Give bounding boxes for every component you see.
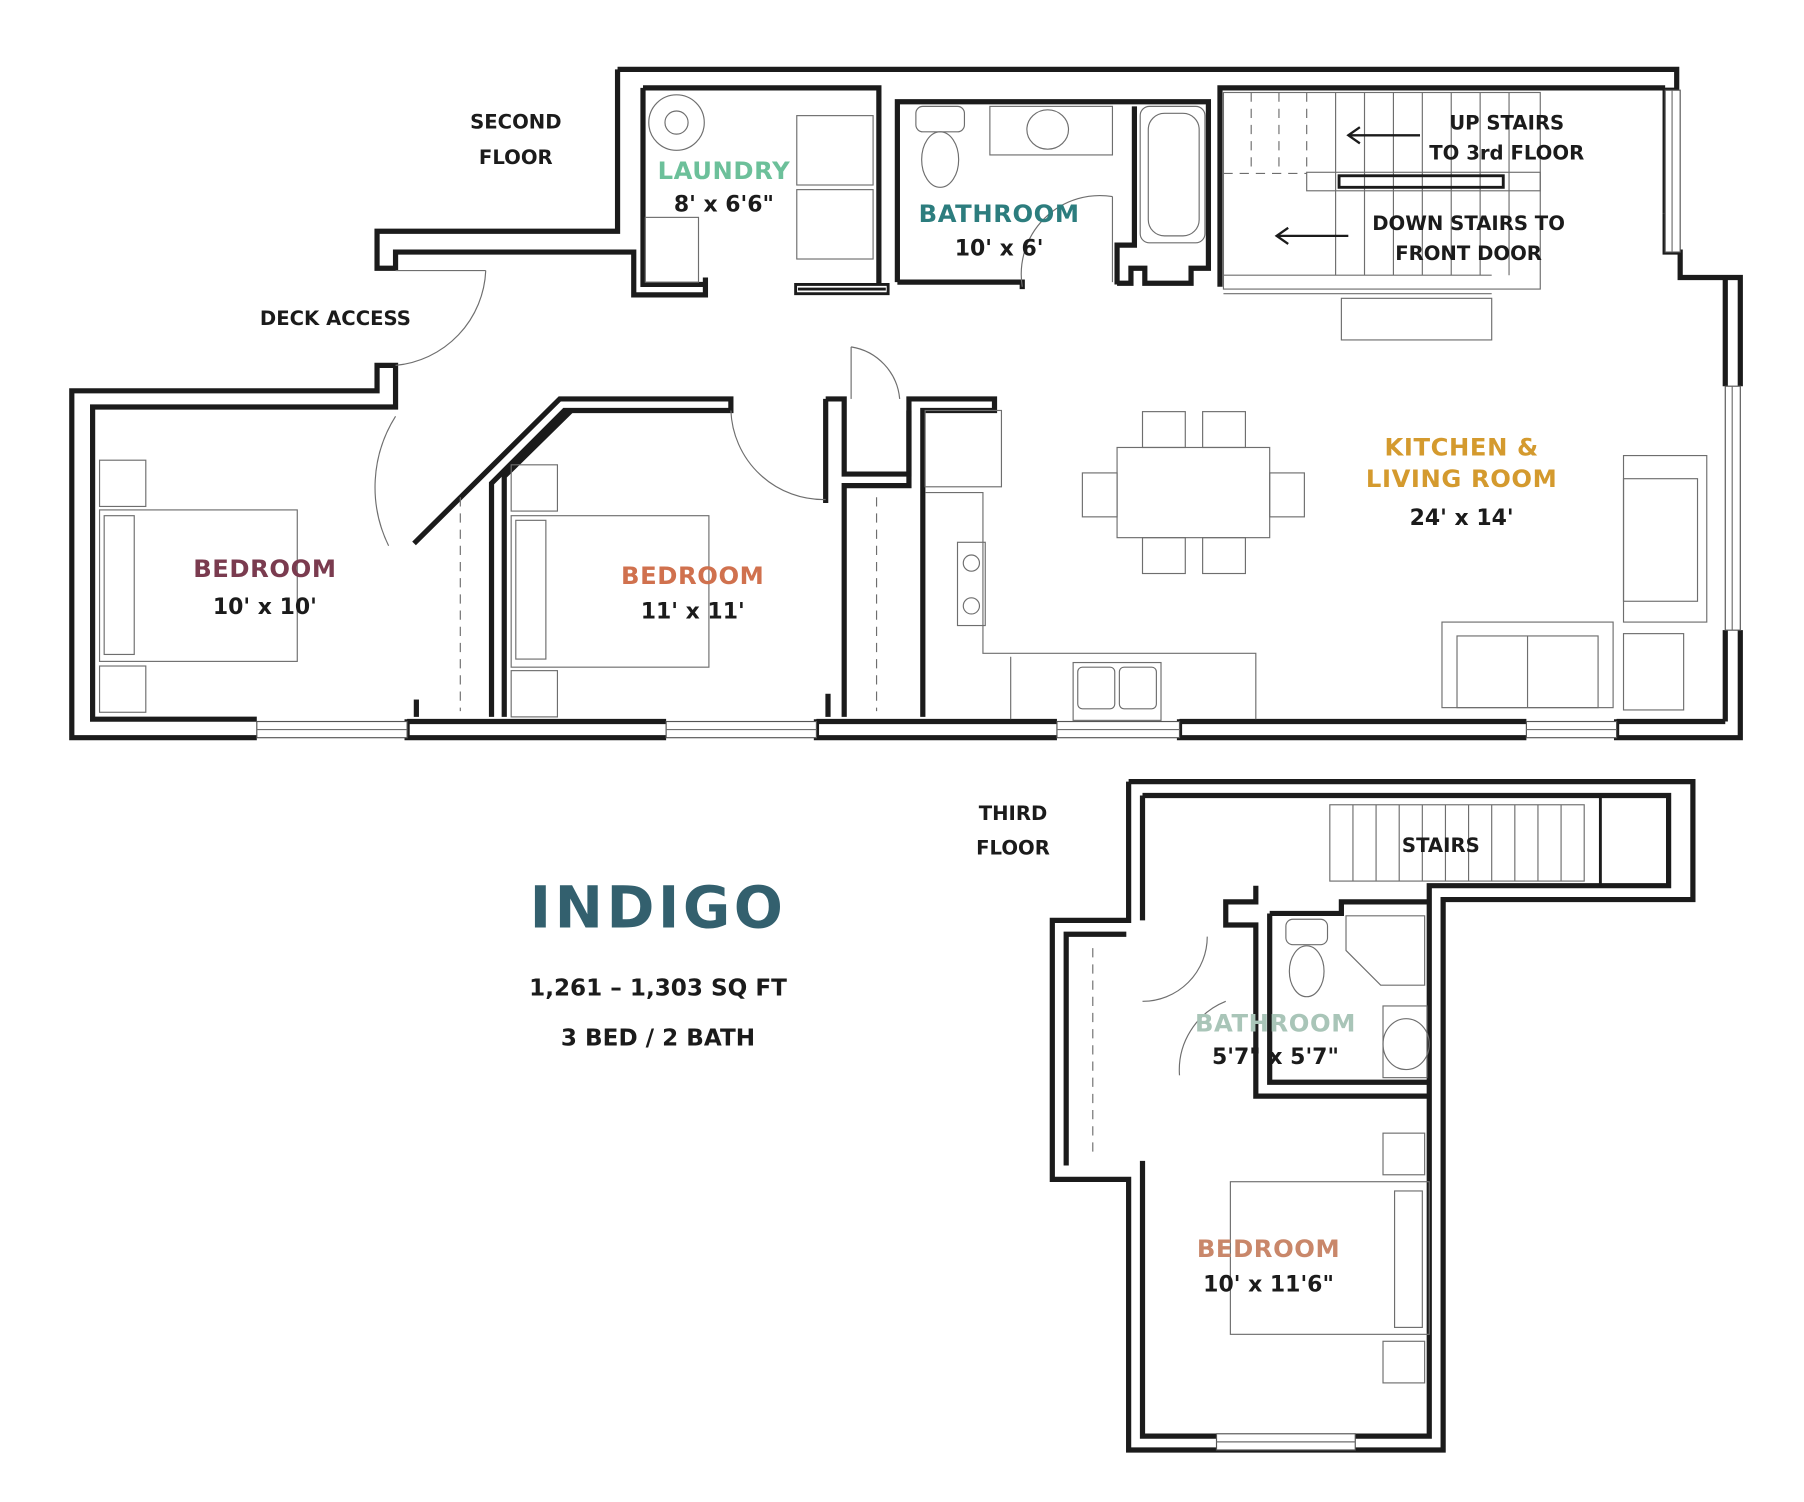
plan-title: INDIGO [530,873,787,941]
third-floor-label-line1: THIRD [979,802,1048,825]
second-floor-stairs [1222,91,1541,341]
second-floor-label-line2: FLOOR [479,146,553,169]
third-floor-label-line2: FLOOR [976,836,1050,859]
second-floor-label-line1: SECOND [470,110,561,133]
down-stairs-line2: FRONT DOOR [1395,242,1542,265]
bedroom3-size: 10' x 11'6" [1203,1273,1334,1298]
kitchen-living-furniture [924,409,1708,721]
bathroom3-size: 5'7" x 5'7" [1212,1045,1339,1070]
laundry-name: LAUNDRY [658,156,791,185]
up-stairs-line1: UP STAIRS [1449,112,1564,135]
bathroom-size: 10' x 6' [955,237,1044,262]
square-feet: 1,261 – 1,303 SQ FT [529,976,787,1002]
bathroom-name: BATHROOM [919,199,1080,228]
down-stairs-line1: DOWN STAIRS TO [1372,212,1565,235]
bedroom1-name: BEDROOM [193,554,336,583]
third-floor-walls [1049,779,1696,1453]
bathroom3-name: BATHROOM [1195,1008,1356,1037]
third-floor-stairs-label: STAIRS [1402,834,1480,857]
second-floor-doors [374,194,1114,547]
laundry-fixtures [644,94,874,283]
laundry-size: 8' x 6'6" [674,193,774,218]
bedroom1-size: 10' x 10' [213,595,317,620]
bathroom-fixtures [915,105,1206,244]
kitchen-size: 24' x 14' [1410,506,1514,531]
second-floor-windows [256,89,1741,739]
plan-summary: INDIGO 1,261 – 1,303 SQ FT 3 BED / 2 BAT… [529,873,787,1051]
deck-access-label: DECK ACCESS [260,307,411,330]
kitchen-name-line2: LIVING ROOM [1366,464,1557,493]
bedroom2-size: 11' x 11' [641,600,745,625]
up-stairs-line2: TO 3rd FLOOR [1429,142,1584,165]
bed-bath-count: 3 BED / 2 BATH [561,1025,755,1051]
third-floor-labels: THIRD FLOOR STAIRS BATHROOM 5'7" x 5'7" … [976,802,1480,1298]
kitchen-name-line1: KITCHEN & [1385,433,1539,462]
bedroom-furniture [98,459,878,718]
third-floor-fixtures [1092,804,1585,1384]
bedroom3-name: BEDROOM [1197,1234,1340,1263]
second-floor-walls [69,66,1743,741]
bedroom2-name: BEDROOM [621,561,764,590]
second-floor-labels: SECOND FLOOR DECK ACCESS LAUNDRY 8' x 6'… [193,110,1584,624]
